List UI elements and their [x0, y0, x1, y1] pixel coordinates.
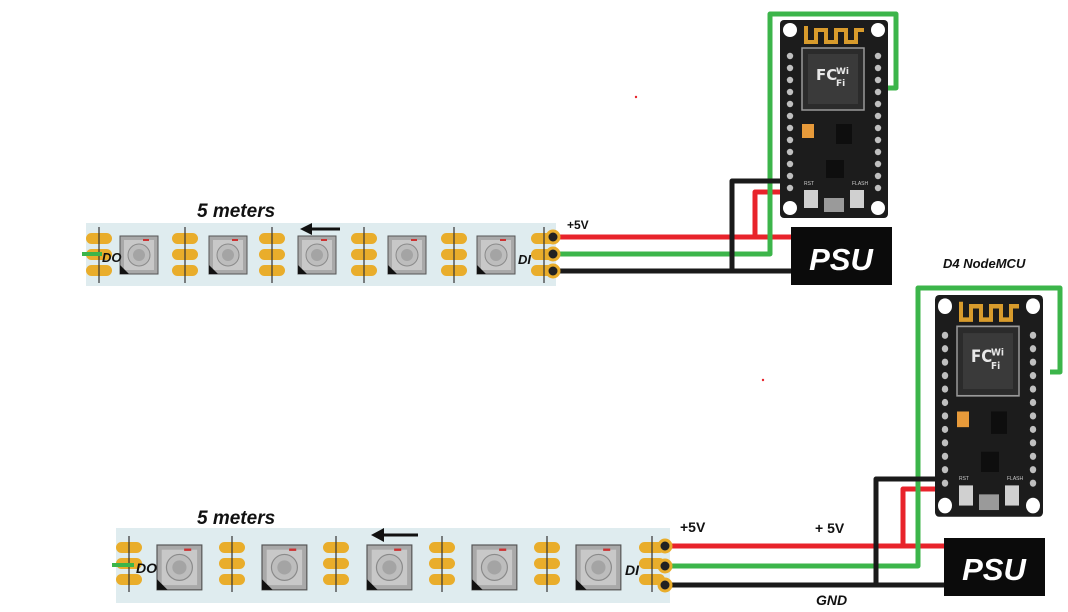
led-pixel	[261, 544, 308, 591]
wires-bottom	[657, 285, 1063, 593]
di-label: DI	[625, 562, 640, 578]
wires-top	[545, 11, 899, 279]
strip-pads	[322, 535, 350, 593]
nodemcu-board-top	[778, 18, 890, 220]
stray-dot	[634, 95, 638, 99]
arrow-head-icon	[371, 528, 384, 542]
led-pixel	[476, 235, 516, 275]
strip-pads	[428, 535, 456, 593]
psu-label: PSU	[809, 242, 874, 277]
strip-pads	[440, 226, 468, 284]
plus5v-label: +5V	[680, 519, 706, 535]
strip-pads	[171, 226, 199, 284]
nodemcu-board-bottom	[935, 295, 1043, 517]
gnd-label: GND	[816, 592, 847, 608]
strip-length-label: 5 meters	[197, 201, 275, 222]
led-pixel	[366, 544, 413, 591]
di-label: DI	[518, 252, 531, 267]
psu-top: PSU	[791, 227, 892, 285]
psu-label: PSU	[962, 552, 1027, 587]
stray-dot	[761, 378, 765, 382]
strip-length-label: 5 meters	[197, 508, 275, 529]
strip-pads	[258, 226, 286, 284]
led-pixel	[297, 235, 337, 275]
led-strip-bottom	[112, 528, 670, 603]
led-pixel	[387, 235, 427, 275]
psu-bottom: PSU	[944, 538, 1045, 596]
strip-pads	[533, 535, 561, 593]
strip-pads	[218, 535, 246, 593]
led-strip-top	[82, 223, 558, 286]
led-pixel	[575, 544, 622, 591]
strip-pads	[350, 226, 378, 284]
do-label: DO	[136, 560, 157, 576]
arrow-head-icon	[300, 223, 312, 235]
psu-plus5v-label: + 5V	[815, 520, 845, 536]
led-pixel	[119, 235, 159, 275]
do-label: DO	[102, 250, 122, 265]
plus5v-label: +5V	[567, 218, 589, 232]
led-pixel	[471, 544, 518, 591]
led-pixel	[156, 544, 203, 591]
led-pixel	[208, 235, 248, 275]
mcu-label: D4 NodeMCU	[943, 256, 1026, 271]
